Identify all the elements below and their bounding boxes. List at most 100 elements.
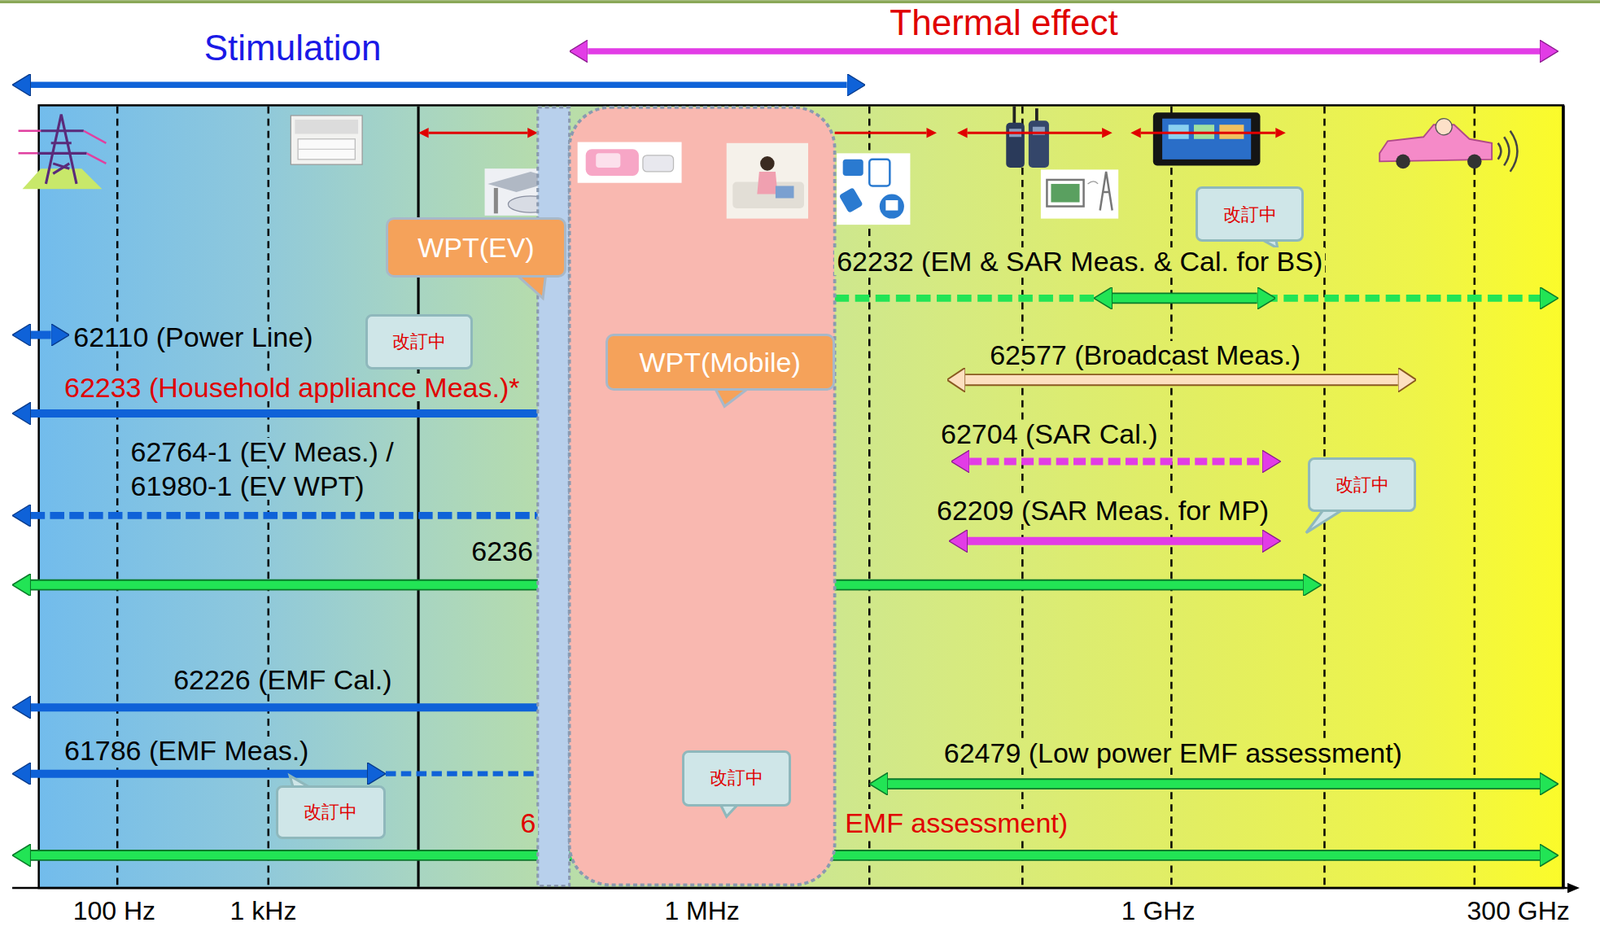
revision-callout: 改訂中 bbox=[275, 785, 386, 839]
tv-broadcast-icon bbox=[1040, 169, 1119, 219]
tv-broadcast-icon bbox=[1100, 171, 1113, 211]
mobile-charger-icon bbox=[585, 148, 639, 176]
revision-note: 改訂中 bbox=[303, 801, 358, 822]
wpt-callout: WPT(EV) bbox=[385, 217, 567, 278]
ic-card-icon bbox=[869, 159, 890, 187]
induction-cooker-icon bbox=[297, 148, 355, 150]
mobile-charger-icon bbox=[642, 155, 674, 172]
tablet-icon bbox=[1153, 112, 1261, 166]
car-icon bbox=[1498, 131, 1518, 172]
mobile-charger-icon bbox=[595, 153, 621, 168]
standard-range-arrow bbox=[969, 458, 1263, 466]
standard-range-arrow bbox=[887, 778, 1540, 790]
induction-cooker-icon bbox=[290, 115, 363, 165]
standard-label: 61980-1 (EV WPT) bbox=[127, 472, 367, 500]
car-icon bbox=[1435, 118, 1452, 136]
tv-broadcast-icon bbox=[1046, 179, 1084, 207]
standard-label: 62226 (EMF Cal.) bbox=[170, 665, 394, 694]
ic-card-icon bbox=[843, 159, 864, 176]
standard-label: EMF assessment) bbox=[842, 808, 1071, 837]
standard-range-arrow bbox=[30, 409, 538, 418]
axis-tick-label: 1 GHz bbox=[1121, 897, 1196, 924]
standard-range-arrow bbox=[887, 779, 1540, 788]
axis-tick-label: 1 MHz bbox=[664, 897, 739, 924]
revision-callout: 改訂中 bbox=[1307, 457, 1417, 513]
standard-range-arrow bbox=[1112, 293, 1258, 302]
power-tower-icon bbox=[18, 131, 107, 164]
ic-card-icon bbox=[879, 193, 905, 219]
mobile-charger-icon bbox=[577, 142, 682, 184]
standard-label: 62577 (Broadcast Meas.) bbox=[987, 340, 1303, 369]
sofa-person-icon bbox=[775, 185, 795, 198]
callout-tail bbox=[289, 236, 1345, 817]
effect-range-arrow bbox=[587, 48, 1540, 55]
standard-range-arrow bbox=[385, 771, 538, 777]
standard-range-arrow bbox=[967, 537, 1263, 546]
use-band-arrow bbox=[834, 131, 927, 135]
standard-range-arrow bbox=[30, 703, 538, 712]
walkie-talkie-icon bbox=[1005, 106, 1050, 168]
sofa-person-icon bbox=[726, 143, 809, 219]
standard-range-arrow bbox=[30, 511, 538, 520]
standard-label: 6 bbox=[517, 808, 538, 837]
induction-cooker-icon bbox=[297, 139, 355, 160]
revision-note: 改訂中 bbox=[1223, 204, 1277, 225]
standard-label: 62209 (SAR Meas. for MP) bbox=[934, 496, 1272, 525]
revision-callout: 改訂中 bbox=[1195, 186, 1304, 242]
decade-grid-line bbox=[1473, 106, 1477, 888]
wpt-label: WPT(EV) bbox=[417, 231, 535, 264]
revision-note: 改訂中 bbox=[1335, 474, 1390, 495]
standard-range-arrow bbox=[965, 375, 1399, 385]
car-icon bbox=[1379, 118, 1517, 172]
tablet-icon bbox=[1162, 118, 1251, 160]
standard-range-arrow bbox=[30, 331, 52, 340]
tv-broadcast-icon bbox=[1088, 181, 1099, 184]
top-rule bbox=[0, 0, 1600, 4]
panel-edge bbox=[1561, 104, 1566, 888]
induction-cooker-icon bbox=[294, 119, 359, 135]
ev-charger-icon bbox=[493, 187, 499, 214]
wpt-callout: WPT(Mobile) bbox=[605, 333, 835, 391]
induction-cooker-icon bbox=[290, 115, 363, 165]
effect-heading: Stimulation bbox=[204, 30, 382, 66]
revision-note: 改訂中 bbox=[709, 767, 764, 788]
standard-label: 6236 bbox=[468, 537, 536, 565]
standard-label: 62110 (Power Line) bbox=[70, 323, 315, 351]
tablet-icon bbox=[1153, 112, 1261, 166]
power-tower-icon bbox=[22, 168, 103, 189]
standard-label: 62479 (Low power EMF assessment) bbox=[941, 738, 1405, 767]
standard-range-arrow bbox=[965, 373, 1399, 386]
standard-label: 61786 (EMF Meas.) bbox=[61, 736, 311, 765]
frequency-axis bbox=[12, 887, 1568, 890]
revision-note: 改訂中 bbox=[392, 331, 446, 352]
standard-label: 62764-1 (EV Meas.) / bbox=[127, 437, 396, 466]
callout-tail bbox=[1306, 508, 1346, 534]
use-band-arrow bbox=[428, 131, 529, 135]
sofa-person-icon bbox=[760, 156, 775, 171]
power-tower-icon bbox=[37, 114, 87, 184]
wpt-mobile-band bbox=[569, 107, 835, 885]
walkie-talkie-icon bbox=[1012, 106, 1016, 126]
ic-card-icon bbox=[839, 187, 864, 214]
axis-tick-label: 1 kHz bbox=[230, 897, 298, 924]
revision-callout: 改訂中 bbox=[681, 750, 792, 807]
ic-card-icon bbox=[836, 153, 910, 225]
wpt-label: WPT(Mobile) bbox=[638, 346, 800, 379]
standard-range-arrow bbox=[30, 769, 368, 779]
car-icon bbox=[1395, 154, 1411, 170]
standard-range-arrow bbox=[1112, 292, 1258, 304]
use-band-arrow bbox=[1140, 131, 1277, 135]
standard-label: 62233 (Household appliance Meas.)* bbox=[61, 373, 522, 402]
tv-broadcast-icon bbox=[1040, 169, 1119, 219]
standard-label: 62232 (EM & SAR Meas. & Cal. for BS) bbox=[834, 247, 1325, 276]
walkie-talkie-icon bbox=[1028, 120, 1050, 168]
sofa-person-icon bbox=[756, 171, 778, 195]
axis-tick-label: 300 GHz bbox=[1467, 897, 1570, 924]
effect-heading: Thermal effect bbox=[889, 4, 1118, 41]
mobile-charger-icon bbox=[577, 142, 682, 184]
standard-range-arrow bbox=[834, 294, 1540, 302]
ic-card-icon bbox=[836, 153, 910, 225]
sofa-person-icon bbox=[726, 143, 809, 219]
